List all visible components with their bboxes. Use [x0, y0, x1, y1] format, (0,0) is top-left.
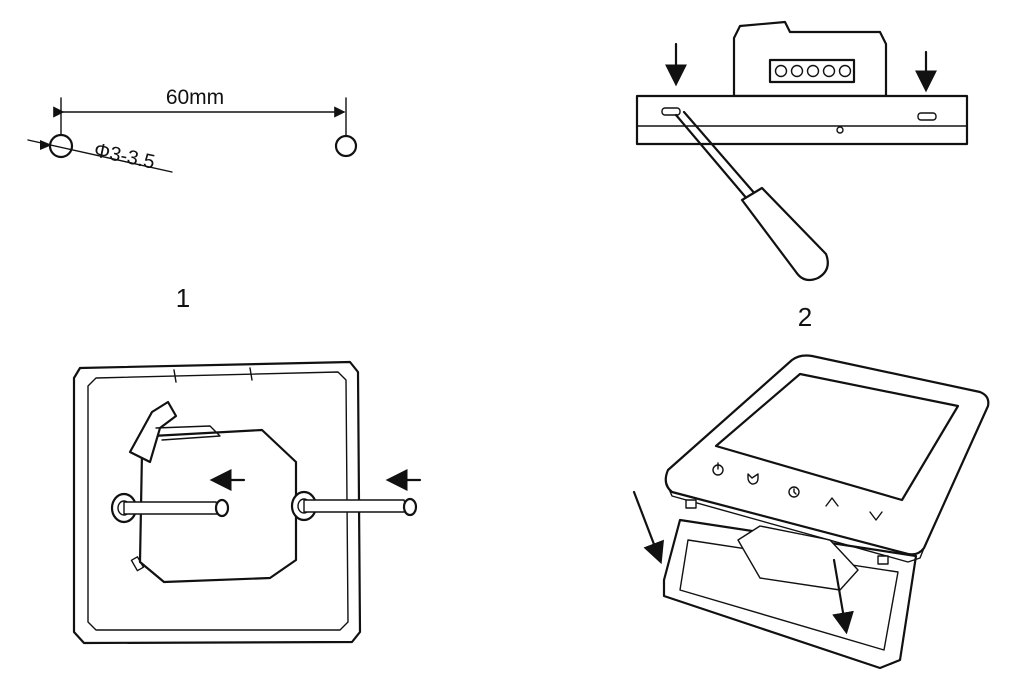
power-icon [712, 462, 724, 476]
step-number-1: 1 [176, 283, 190, 313]
screw-right [303, 499, 409, 513]
terminal-module-in-tray [737, 525, 859, 591]
screw-left [123, 501, 221, 515]
terminal-screw [838, 64, 852, 78]
step4-attach-front-panel-diagram [632, 354, 990, 670]
snap-arrow-left-icon [632, 490, 664, 565]
screw-tip-left [214, 498, 230, 518]
front-panel-edge [665, 481, 925, 563]
plate-slot [130, 556, 145, 572]
terminal-block [768, 58, 856, 84]
screw-tip-right [402, 497, 418, 517]
diameter-leader-line [27, 139, 173, 173]
panel-buttons [712, 462, 883, 521]
mounting-hole-left [48, 133, 74, 159]
back-plate-inner-edge [87, 371, 349, 631]
dimension-label: 60mm [166, 86, 224, 109]
up-chevron-icon [825, 497, 839, 507]
lcd-screen [714, 372, 960, 502]
hole-diameter-label: Φ3-3.5 [92, 139, 157, 173]
housing-hole [836, 126, 844, 134]
latch-clip [685, 499, 697, 509]
terminal-screw [774, 64, 788, 78]
latch-slot-right [917, 112, 937, 121]
terminal-screw [790, 64, 804, 78]
terminal-screw [806, 64, 820, 78]
diameter-arrow-icon [40, 140, 52, 150]
plate-tab [173, 369, 177, 383]
mode-icon [747, 473, 759, 485]
step1-drilling-diagram: 60mm Φ3-3.5 1 [27, 86, 358, 313]
terminal-screws [774, 64, 852, 78]
screwdriver-icon [674, 110, 829, 282]
clip-bracket [155, 425, 221, 441]
mounting-clip [128, 400, 178, 464]
snap-arrow-right-icon [832, 558, 854, 635]
thermostat-housing-side [635, 94, 969, 146]
step-number-2: 2 [798, 302, 812, 332]
mounting-hole-right [334, 134, 358, 158]
step3-mount-backplate-diagram [72, 360, 422, 645]
step2-open-housing-diagram: 2 [635, 20, 969, 332]
latch-slot-left [661, 107, 681, 116]
plate-tab [249, 367, 253, 381]
latch-clip [877, 555, 889, 565]
down-chevron-icon [869, 511, 883, 521]
clock-icon [788, 486, 800, 498]
terminal-screw [822, 64, 836, 78]
